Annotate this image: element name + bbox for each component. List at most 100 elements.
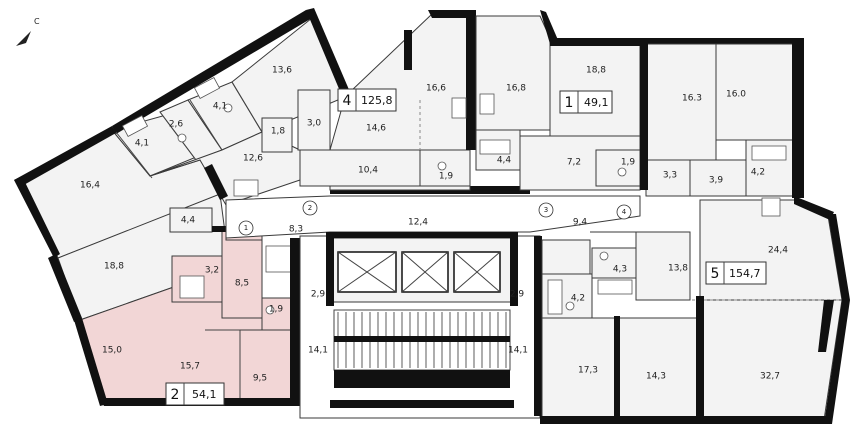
room-area: 15,0 (102, 346, 122, 356)
stove-icon (761, 197, 781, 217)
room-area: 4,2 (751, 168, 765, 178)
wall (534, 236, 542, 416)
room-area: 4,1 (213, 102, 227, 112)
elevator-cross (453, 251, 501, 293)
room-area: 24,4 (768, 246, 788, 256)
compass: С (16, 17, 40, 46)
partition (159, 111, 197, 161)
apartment-number: 4 (343, 93, 352, 109)
marker-circle (538, 202, 554, 218)
room-9-5 (239, 329, 297, 401)
apartment-number: 1 (565, 95, 574, 111)
elevator-cross (401, 251, 449, 293)
room-8-5 (221, 229, 263, 319)
wall (326, 232, 518, 238)
wall (48, 254, 82, 322)
partition (231, 81, 263, 133)
room-area: 12,4 (408, 218, 428, 228)
badge-frame (705, 261, 767, 285)
room-area: 3,2 (205, 266, 219, 276)
room-area: 9,5 (253, 374, 267, 384)
badge-frame (337, 88, 397, 112)
bathtub-icon (121, 114, 149, 138)
room-area: 14,1 (508, 346, 528, 356)
compass-label: С (34, 17, 40, 26)
room-area: 9,4 (573, 218, 588, 228)
bathtub-icon (751, 145, 787, 161)
room-area: 8,3 (289, 225, 303, 235)
marker-label: 1 (244, 224, 248, 232)
apartment-badge-4: 4 125,8 (337, 88, 397, 112)
left-wing (14, 8, 350, 322)
toilet-icon (599, 251, 609, 261)
bathtub-icon (479, 139, 511, 155)
partition (115, 131, 153, 179)
wall (112, 10, 312, 134)
wall (428, 10, 476, 18)
room-area: 14,6 (366, 124, 386, 134)
apartment-4 (299, 10, 476, 191)
wall (204, 164, 228, 200)
wardrobe-icon (265, 245, 293, 273)
bathtub-icon (547, 279, 563, 315)
room-32-7 (699, 299, 843, 421)
room-area: 14,3 (646, 372, 666, 382)
toilet-icon (177, 133, 187, 143)
corridor (225, 195, 641, 239)
toilet-icon (265, 305, 275, 315)
room-area: 4,2 (571, 294, 585, 304)
room-area: 3,3 (663, 171, 677, 181)
room-1-9-c (595, 149, 641, 187)
room-area: 18,8 (586, 66, 606, 76)
room-area: 7,2 (567, 158, 581, 168)
wall (74, 318, 108, 406)
wall (640, 40, 648, 190)
kitchen-counter-icon (233, 179, 259, 197)
wall (550, 38, 798, 46)
room-area: 4,3 (613, 265, 627, 275)
compass-arrow-icon (16, 31, 31, 46)
apartment-badge-5: 5 154,7 (705, 261, 767, 285)
marker-2: 2 (302, 200, 318, 216)
wall (824, 300, 850, 424)
apartment-badge-1: 1 49,1 (559, 90, 613, 114)
wall (696, 296, 704, 420)
apartment-number: 2 (171, 387, 180, 403)
room-18-8 (549, 43, 641, 137)
wall (510, 236, 518, 306)
room-area: 13,8 (668, 264, 688, 274)
marker-4: 4 (616, 204, 632, 220)
room-area: 1,9 (439, 172, 454, 182)
room-area: 17,3 (578, 366, 598, 376)
wall (404, 30, 412, 70)
central-core (225, 186, 641, 419)
apartment-number: 5 (711, 266, 720, 282)
apartment-5 (540, 38, 850, 424)
room-14-3 (617, 317, 701, 421)
room-area: 3,9 (709, 176, 724, 186)
apartment-1 (475, 10, 798, 191)
stove-icon (479, 93, 495, 115)
room-labels: 13,6 4,1 2,6 4,1 16,4 1,8 3,0 12,6 16,6 … (80, 66, 788, 384)
apartment-badge-2: 2 54,1 (165, 382, 225, 406)
room-13-8 (590, 231, 691, 301)
room-area: 16,8 (506, 84, 526, 94)
marker-3: 3 (538, 202, 554, 218)
toilet-icon (437, 161, 447, 171)
wall (466, 16, 476, 150)
room-area: 2,9 (510, 290, 525, 300)
room-area: 1,8 (271, 127, 286, 137)
room-area: 1,9 (269, 305, 284, 315)
room-area: 2,6 (169, 120, 184, 130)
room-area: 15,7 (180, 362, 200, 372)
bathtub-icon (597, 279, 633, 295)
stair-divider (334, 336, 510, 342)
wall (14, 176, 60, 258)
marker-label: 3 (544, 206, 548, 214)
badge-frame (165, 382, 225, 406)
room-area: 3,0 (307, 119, 322, 129)
room-area: 13,6 (272, 66, 292, 76)
apartment-area: 154,7 (729, 267, 761, 280)
elevator-cross (337, 251, 397, 293)
stair-landing-wall (334, 370, 510, 388)
